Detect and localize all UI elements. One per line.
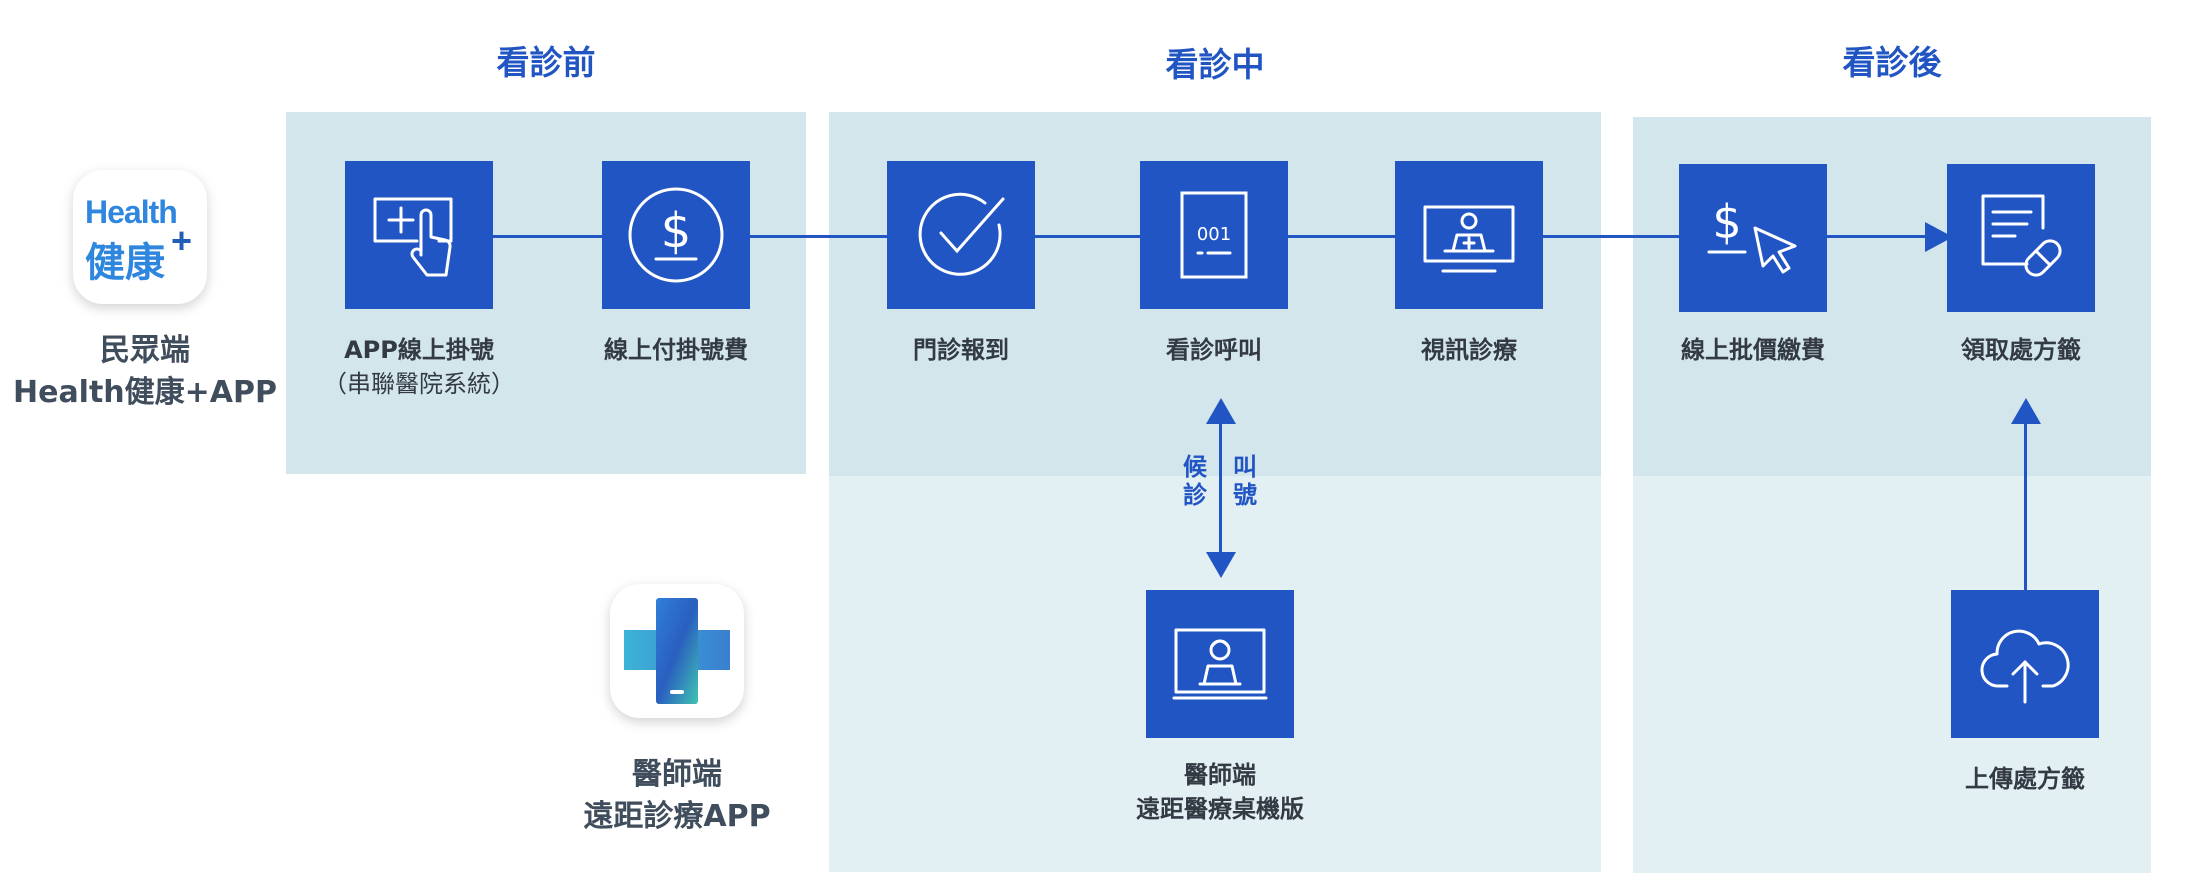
step-app-register-sub: （串聯醫院系統） (323, 370, 515, 398)
step-online-pay-bill-label: 線上批價繳費 (1603, 333, 1903, 367)
upload-line (2024, 418, 2027, 590)
prescription-pill-icon (1981, 194, 2062, 277)
cloud-upload-icon (1980, 629, 2070, 704)
flow-arrowhead (1925, 222, 1953, 252)
step-doctor-desktop-line2: 遠距醫療桌機版 (1136, 795, 1304, 823)
svg-text:$: $ (661, 203, 692, 259)
role-label-patient: 民眾端 Health健康+APP (0, 330, 305, 414)
flow-line-4 (1288, 235, 1396, 238)
app-logo-text-bottom: 健康 (85, 241, 165, 285)
step-get-prescription-box (1947, 164, 2095, 312)
step-app-register-text: APP線上掛號 (344, 336, 494, 364)
step-checkin-text: 門診報到 (913, 336, 1009, 364)
doctor-monitor-icon (1172, 628, 1268, 700)
app-logo-plus: + (171, 220, 193, 261)
step-video-box (1395, 161, 1543, 309)
medical-cross-phone-icon (624, 598, 730, 704)
svg-text:$: $ (1712, 195, 1741, 249)
telemedicine-app-icon (610, 584, 744, 718)
step-checkin-label: 門診報到 (811, 333, 1111, 367)
step-upload-prescription-box (1951, 590, 2099, 738)
call-wait-line (1219, 418, 1222, 568)
step-app-register-label: APP線上掛號 （串聯醫院系統） (269, 333, 569, 401)
step-call-label: 看診呼叫 (1064, 333, 1364, 367)
phase-title-before: 看診前 (496, 43, 596, 82)
step-get-prescription-label: 領取處方籤 (1871, 333, 2171, 367)
arrow-label-calling: 叫號 (1233, 453, 1257, 509)
role-doctor-line2: 遠距診療APP (583, 799, 771, 834)
flow-line-2 (750, 235, 888, 238)
step-call-box: 001 (1140, 161, 1288, 309)
arrow-label-waiting: 候診 (1183, 453, 1207, 509)
touch-register-icon (373, 197, 453, 277)
step-doctor-desktop-box (1146, 590, 1294, 738)
queue-ticket-number: 001 (1197, 224, 1231, 245)
step-app-register-box (345, 161, 493, 309)
flow-line-1 (493, 235, 603, 238)
arrowhead-up-upload (2011, 398, 2041, 424)
step-checkin-box (887, 161, 1035, 309)
step-online-pay-fee-text: 線上付掛號費 (604, 336, 748, 364)
flow-line-3 (1035, 235, 1141, 238)
flow-line-6 (1827, 235, 1947, 238)
step-video-text: 視訊診療 (1421, 336, 1517, 364)
step-upload-prescription-text: 上傳處方籤 (1965, 765, 2085, 793)
step-online-pay-bill-box: $ (1679, 164, 1827, 312)
dollar-circle-icon: $ (628, 187, 724, 283)
step-upload-prescription-label: 上傳處方籤 (1875, 762, 2175, 796)
role-doctor-line1: 醫師端 (632, 757, 722, 792)
role-label-doctor: 醫師端 遠距診療APP (517, 754, 837, 838)
arrowhead-up-call (1206, 398, 1236, 424)
health-app-icon: Health 健康 + (73, 170, 207, 304)
queue-ticket-icon: 001 (1180, 191, 1248, 279)
step-doctor-desktop-line1: 醫師端 (1184, 761, 1256, 789)
step-online-pay-fee-box: $ (602, 161, 750, 309)
step-call-text: 看診呼叫 (1166, 336, 1262, 364)
phase-title-during: 看診中 (1165, 45, 1265, 84)
arrowhead-down-call (1206, 552, 1236, 578)
step-get-prescription-text: 領取處方籤 (1961, 336, 2081, 364)
role-patient-line1: 民眾端 (100, 333, 190, 368)
dollar-cursor-icon: $ (1707, 195, 1797, 274)
role-patient-line2: Health健康+APP (12, 375, 277, 410)
flow-line-5 (1543, 235, 1679, 238)
step-video-label: 視訊診療 (1319, 333, 1619, 367)
app-logo-text-top: Health (85, 194, 178, 230)
video-consultation-icon (1423, 205, 1515, 273)
phase-title-after: 看診後 (1842, 43, 1942, 82)
step-doctor-desktop-label: 醫師端 遠距醫療桌機版 (1070, 758, 1370, 826)
checkmark-circle-icon (918, 192, 1005, 276)
step-online-pay-bill-text: 線上批價繳費 (1681, 336, 1825, 364)
step-online-pay-fee-label: 線上付掛號費 (526, 333, 826, 367)
